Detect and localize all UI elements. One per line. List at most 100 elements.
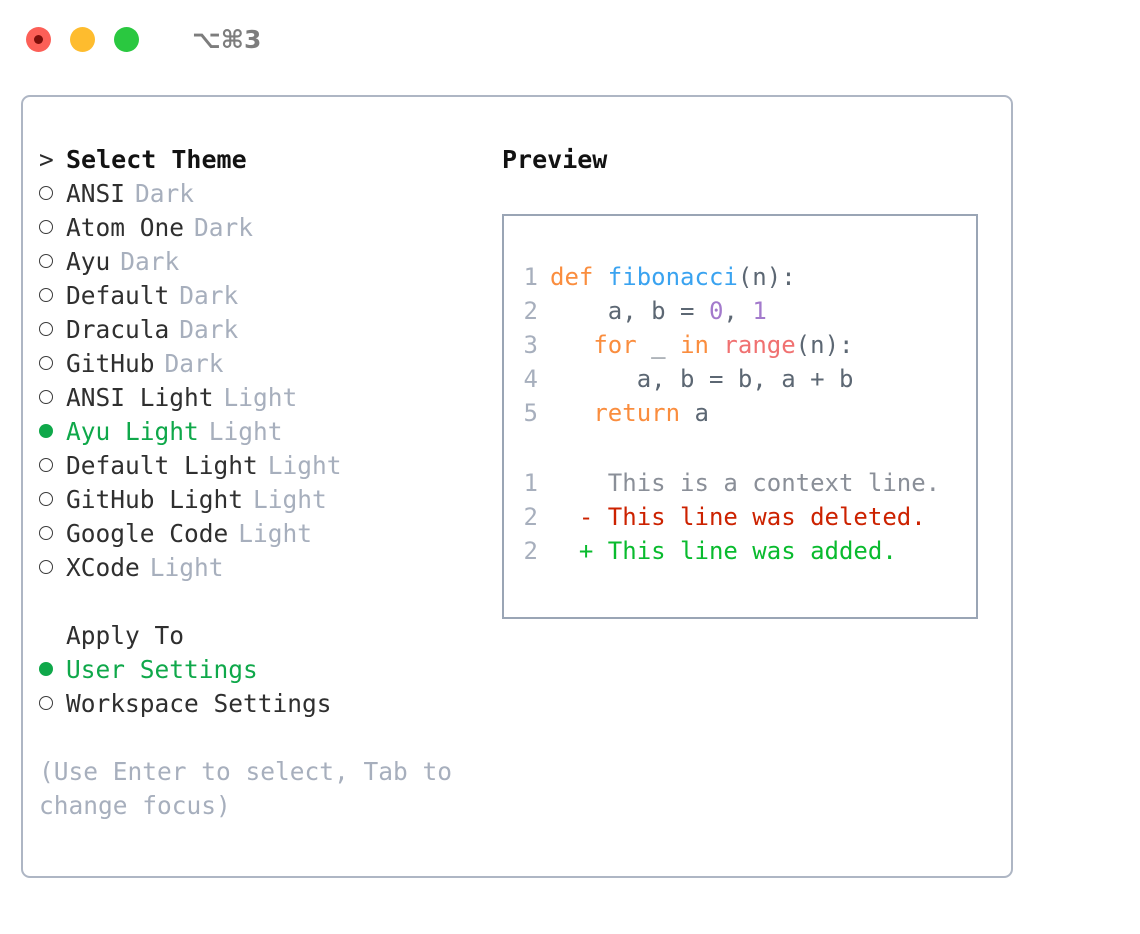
- code-line-number: 1: [523, 263, 538, 291]
- code-line: 2 a, b = 0, 1: [522, 294, 976, 328]
- theme-option-label: Dracula: [66, 315, 170, 344]
- code-line-number: 4: [523, 365, 538, 393]
- code-token-num: 1: [752, 297, 767, 325]
- radio-marker: [39, 313, 66, 347]
- code-token-kw: return: [550, 399, 695, 427]
- diff-line-text: - This line was deleted.: [550, 503, 926, 531]
- traffic-lights: [26, 26, 139, 52]
- diff-line: 2 + This line was added.: [522, 534, 976, 568]
- theme-option-label: Ayu Light: [66, 417, 199, 446]
- code-token-kw: in: [680, 331, 724, 359]
- diff-line-text: + This line was added.: [550, 537, 897, 565]
- apply-to-option-workspace-settings[interactable]: Workspace Settings: [39, 687, 499, 721]
- code-line-number: 3: [523, 331, 538, 359]
- code-token-num: 0: [708, 297, 724, 325]
- keyboard-shortcut-label: ⌥⌘3: [192, 24, 262, 54]
- theme-option-github[interactable]: GitHub Dark: [39, 347, 499, 381]
- radio-unselected-icon: [39, 254, 53, 268]
- code-token-fn: fibonacci: [607, 263, 738, 291]
- code-line: 3 for _ in range(n):: [522, 328, 976, 362]
- radio-marker: [39, 415, 66, 449]
- code-token-var: a, b = b, a + b: [550, 365, 854, 393]
- radio-marker: [39, 517, 66, 551]
- code-token-kw: for: [550, 331, 652, 359]
- preview-title: Preview: [502, 145, 608, 174]
- apply-to-title: Apply To: [66, 621, 185, 650]
- close-window-button[interactable]: [26, 26, 51, 52]
- diff-line-number: 2: [523, 503, 538, 531]
- diff-line: 1 This is a context line.: [522, 466, 976, 500]
- theme-option-label: ANSI: [66, 179, 126, 208]
- minimize-window-button[interactable]: [70, 26, 95, 52]
- radio-selected-icon: [39, 424, 53, 438]
- keyboard-hint-text: (Use Enter to select, Tab to change focu…: [39, 757, 467, 820]
- radio-unselected-icon: [39, 458, 53, 472]
- code-token-punc: (n):: [795, 331, 854, 359]
- diff-line-number: 2: [523, 537, 538, 565]
- theme-option-tag: Dark: [120, 247, 180, 276]
- radio-marker: [39, 483, 66, 517]
- theme-option-tag: Dark: [164, 349, 224, 378]
- theme-option-default[interactable]: Default Dark: [39, 279, 499, 313]
- theme-option-tag: Dark: [179, 281, 239, 310]
- theme-option-xcode[interactable]: XCode Light: [39, 551, 499, 585]
- radio-marker: [39, 687, 66, 721]
- radio-marker: [39, 177, 66, 211]
- diff-line: 2 - This line was deleted.: [522, 500, 976, 534]
- code-line: 4 a, b = b, a + b: [522, 362, 976, 396]
- radio-unselected-icon: [39, 186, 53, 200]
- theme-option-tag: Light: [253, 485, 327, 514]
- radio-marker: [39, 245, 66, 279]
- code-line-number: 2: [523, 297, 538, 325]
- theme-option-tag: Light: [208, 417, 283, 446]
- apply-to-heading-row: Apply To: [39, 619, 499, 653]
- radio-unselected-icon: [39, 356, 53, 370]
- radio-unselected-icon: [39, 322, 53, 336]
- diff-sample: 1 This is a context line.2 - This line w…: [522, 466, 976, 568]
- apply-to-option-user-settings[interactable]: User Settings: [39, 653, 499, 687]
- theme-option-label: GitHub: [66, 349, 155, 378]
- theme-option-label: XCode: [66, 553, 140, 582]
- theme-option-label: ANSI Light: [66, 383, 214, 412]
- radio-unselected-icon: [39, 288, 53, 302]
- apply-to-option-label: User Settings: [66, 655, 258, 684]
- theme-option-tag: Dark: [135, 179, 195, 208]
- theme-option-ayu-light[interactable]: Ayu Light Light: [39, 415, 499, 449]
- theme-option-tag: Light: [149, 553, 224, 582]
- diff-line-number: 1: [523, 469, 538, 497]
- radio-marker: [39, 449, 66, 483]
- code-token-var: _: [651, 331, 681, 359]
- radio-unselected-icon: [39, 220, 53, 234]
- code-diff-gap: [522, 430, 976, 466]
- maximize-window-button[interactable]: [114, 26, 139, 52]
- theme-option-label: Default Light: [66, 451, 258, 480]
- radio-marker: [39, 347, 66, 381]
- theme-option-ansi[interactable]: ANSI Dark: [39, 177, 499, 211]
- theme-option-dracula[interactable]: Dracula Dark: [39, 313, 499, 347]
- code-token-var: a: [694, 399, 709, 427]
- theme-option-label: Default: [66, 281, 170, 310]
- radio-marker: [39, 551, 66, 585]
- radio-marker: [39, 653, 66, 687]
- radio-marker: [39, 279, 66, 313]
- diff-line-text: This is a context line.: [550, 469, 941, 497]
- code-token-var: a, b =: [550, 297, 709, 325]
- theme-option-tag: Dark: [179, 315, 239, 344]
- radio-unselected-icon: [39, 492, 53, 506]
- list-spacer: [39, 585, 499, 619]
- radio-marker: [39, 211, 66, 245]
- code-token-call: range: [723, 331, 796, 359]
